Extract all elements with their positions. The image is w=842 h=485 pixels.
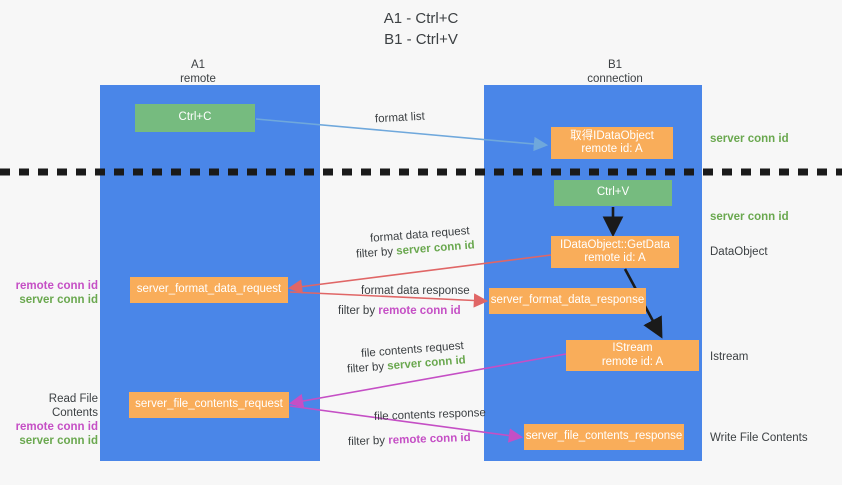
label-conn-ids-format: remote conn id server conn id — [8, 279, 98, 307]
label-istream: Istream — [710, 351, 749, 363]
lane-header-b1: B1 connection — [545, 58, 685, 86]
box-idataobject-acquire-line2: remote id: A — [581, 143, 643, 155]
title-line-2: B1 - Ctrl+V — [384, 31, 458, 48]
caption-format-list: format list — [375, 110, 426, 128]
label-dataobject: DataObject — [710, 246, 768, 258]
arrow-format-data-response — [289, 291, 489, 308]
label-server-conn-id-top: server conn id — [710, 133, 789, 145]
caption-format-list-text: format list — [374, 110, 426, 126]
label-server-conn-id-1: server conn id — [19, 294, 98, 306]
label-server-conn-id-mid: server conn id — [710, 211, 789, 223]
arrow-file-contents-response — [289, 405, 524, 443]
lane-a1-name: A1 — [190, 59, 206, 71]
box-ctrl-c-label: Ctrl+C — [178, 111, 212, 124]
label-remote-conn-id-1: remote conn id — [15, 280, 98, 292]
arrow-format-data-request — [287, 254, 552, 294]
caption-format-data-response-filter: filter by remote conn id — [338, 304, 461, 319]
lane-b1-name: B1 — [607, 59, 623, 71]
caption-file-contents-response-text: file contents response — [373, 407, 487, 423]
box-server-file-contents-request[interactable]: server_file_contents_request — [129, 392, 289, 418]
box-server-file-contents-request-label: server_file_contents_request — [135, 398, 283, 411]
lane-b1-role: connection — [587, 73, 643, 85]
box-ctrl-c[interactable]: Ctrl+C — [135, 104, 255, 132]
label-remote-conn-id-2: remote conn id — [15, 421, 98, 433]
box-idataobject-getdata-line2: remote id: A — [584, 252, 646, 264]
box-idataobject-acquire[interactable]: 取得IDataObject remote id: A — [551, 127, 673, 159]
box-server-file-contents-response-label: server_file_contents_response — [525, 430, 683, 443]
box-server-file-contents-response[interactable]: server_file_contents_response — [524, 424, 684, 450]
caption-fdres-filter-prefix: filter by — [338, 305, 379, 317]
lane-header-a1: A1 remote — [128, 58, 268, 86]
diagram-title: A1 - Ctrl+C B1 - Ctrl+V — [0, 8, 842, 50]
arrow-file-contents-request — [288, 353, 567, 409]
box-istream-line1: IStream — [612, 342, 653, 354]
caption-fdr-filter-prefix: filter by — [355, 245, 397, 261]
box-idataobject-getdata[interactable]: IDataObject::GetData remote id: A — [551, 236, 679, 268]
caption-fcres-filter-remote-conn-id: remote conn id — [388, 431, 471, 447]
caption-format-data-response-text: format data response — [361, 285, 470, 297]
box-server-format-data-request[interactable]: server_format_data_request — [130, 277, 288, 303]
label-read-file-contents-group: Read File Contents remote conn id server… — [6, 392, 98, 448]
box-idataobject-getdata-line1: IDataObject::GetData — [560, 238, 670, 251]
caption-fcr-filter-prefix: filter by — [346, 360, 388, 376]
lane-a1-role: remote — [180, 73, 216, 85]
box-server-format-data-response-label: server_format_data_response — [490, 294, 645, 307]
box-ctrl-v-label: Ctrl+V — [596, 186, 630, 199]
box-ctrl-v[interactable]: Ctrl+V — [554, 180, 672, 206]
label-read-file-contents: Read File Contents — [48, 393, 98, 419]
label-server-conn-id-2: server conn id — [19, 435, 98, 447]
caption-fdres-filter-remote-conn-id: remote conn id — [378, 305, 461, 317]
box-istream-line2: remote id: A — [601, 355, 664, 368]
box-istream[interactable]: IStream remote id: A — [566, 340, 699, 371]
caption-fcres-filter-prefix: filter by — [347, 434, 389, 449]
box-server-format-data-response[interactable]: server_format_data_response — [489, 288, 646, 314]
box-server-format-data-request-label: server_format_data_request — [136, 283, 282, 296]
box-idataobject-acquire-line1: 取得IDataObject — [570, 129, 654, 142]
caption-format-data-response: format data response — [361, 284, 470, 299]
label-write-file-contents: Write File Contents — [710, 432, 808, 444]
title-line-1: A1 - Ctrl+C — [383, 10, 459, 27]
arrow-format-list — [255, 118, 549, 152]
